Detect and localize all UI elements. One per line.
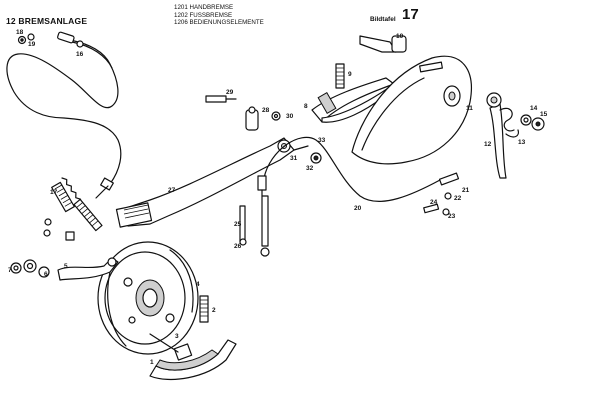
plate-label: Bildtafel [370,16,396,23]
plate-number: 17 [402,6,419,23]
brake-back-plate [351,55,472,165]
callout-7: 7 [8,267,12,274]
callout-22: 22 [454,195,462,202]
callout-30: 30 [286,113,294,120]
callout-12: 12 [484,141,492,148]
small-fasteners-top-left [17,33,35,45]
pedal-pivot-parts [205,95,281,131]
pedal-rods [239,195,270,257]
callout-24: 24 [430,199,438,206]
callout-numbers: 1 2 3 4 5 6 7 8 9 10 11 12 13 14 15 16 1… [8,29,548,366]
callout-23: 23 [448,213,456,220]
callout-17: 17 [50,189,58,196]
foot-brake-pedal [115,137,309,228]
callout-4: 4 [196,281,200,288]
callout-28: 28 [262,107,270,114]
callout-16: 16 [76,51,84,58]
callout-31: 31 [290,155,298,162]
callout-25: 25 [234,221,242,228]
callout-6: 6 [44,271,48,278]
legend-item-handbremse: 1201 HANDBREMSE [174,4,234,11]
callout-19: 19 [28,41,36,48]
brake-lever-5 [57,257,119,281]
washers-6-7 [10,259,50,278]
cam-lever [359,35,407,53]
callout-32: 32 [306,165,314,172]
callout-8: 8 [304,103,308,110]
callout-3: 3 [175,333,179,340]
callout-15: 15 [540,111,548,118]
callout-27: 27 [168,187,176,194]
upper-brake-shoe [311,63,395,123]
callout-2: 2 [212,307,216,314]
callout-26: 26 [234,243,242,250]
callout-5: 5 [64,263,68,270]
brake-arm-12 [486,92,519,179]
cable-end-parts [423,172,460,216]
callout-13: 13 [518,139,526,146]
legend-item-bedienungselemente: 1206 BEDIENUNGSELEMENTE [174,19,264,27]
nut-washer-14-15 [520,114,545,131]
callout-14: 14 [530,105,538,112]
callout-1: 1 [150,359,154,366]
callout-10: 10 [396,33,404,40]
lower-brake-shoe [149,339,237,381]
legend-item-fussbremse: 1202 FUSSBREMSE [174,11,233,19]
hand-brake-cable [6,31,122,191]
section-title: 12 BREMSANLAGE [6,16,88,26]
callout-20: 20 [354,205,362,212]
callout-33: 33 [318,137,326,144]
cable-springs [43,177,109,241]
group-legend: 1201 HANDBREMSE 1202 FUSSBREMSE 1206 BED… [174,4,264,27]
brake-anchor-plate [97,241,199,355]
shoe-springs [149,295,209,353]
foot-brake-cable [257,136,441,202]
callout-29: 29 [226,89,234,96]
callout-9: 9 [348,71,352,78]
callout-21: 21 [462,187,470,194]
callout-11: 11 [466,105,473,112]
callout-18: 18 [16,29,24,36]
